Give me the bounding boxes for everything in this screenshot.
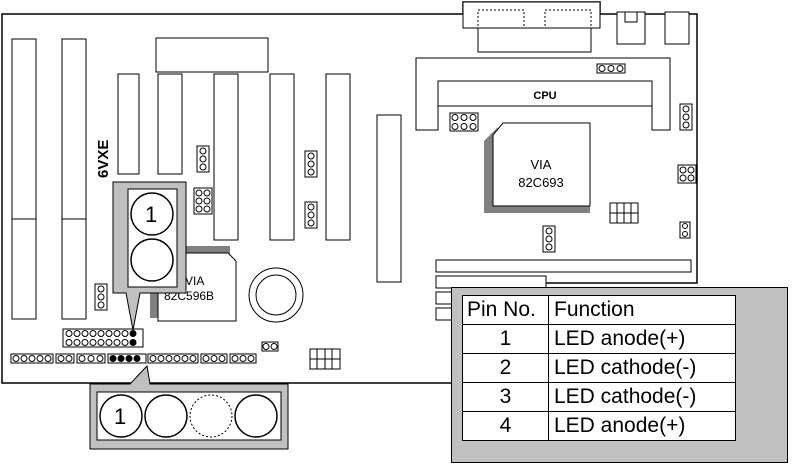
pin-number: 1 <box>462 324 549 354</box>
pin-number: 2 <box>462 353 549 383</box>
pin-number: 3 <box>462 382 549 412</box>
pin-function-table: Pin No. Function 1 LED anode(+) 2 LED ca… <box>462 295 736 441</box>
pin-function: LED anode(+) <box>548 324 736 354</box>
fan-headers <box>309 202 639 370</box>
table-row: 2 LED cathode(-) <box>462 353 736 383</box>
header-function: Function <box>548 295 736 325</box>
southbridge-label-1: VIA <box>185 274 204 288</box>
northbridge-label-1: VIA <box>531 157 552 172</box>
battery-inner <box>255 274 297 316</box>
pin-function-table-panel: Pin No. Function 1 LED anode(+) 2 LED ca… <box>451 287 788 463</box>
pin-number: 4 <box>462 411 549 441</box>
table-row: 1 LED anode(+) <box>462 324 736 354</box>
speaker-led-pins <box>107 353 147 364</box>
board-model-label: 6VXE <box>95 140 112 178</box>
isa-slots <box>11 38 87 320</box>
header-pin-no: Pin No. <box>462 295 549 325</box>
pin-function: LED cathode(-) <box>548 382 736 412</box>
bottom-callout-pin-label: 1 <box>114 404 126 429</box>
table-row: 4 LED anode(+) <box>462 411 736 441</box>
pin-function: LED anode(+) <box>548 411 736 441</box>
rear-io-connectors <box>462 1 690 53</box>
top-callout <box>112 181 187 331</box>
pin-function: LED cathode(-) <box>548 353 736 383</box>
bios-chip <box>155 37 269 73</box>
jumpers <box>94 63 697 352</box>
front-panel-header <box>62 328 144 348</box>
cpu-slot <box>415 57 671 131</box>
bottom-callout <box>89 364 289 450</box>
bottom-pin-header <box>10 353 257 364</box>
table-row: 3 LED cathode(-) <box>462 382 736 412</box>
top-callout-pin-label: 1 <box>145 202 157 227</box>
cpu-label: CPU <box>533 90 556 102</box>
pci-slots <box>117 73 402 283</box>
table-header-row: Pin No. Function <box>462 295 736 325</box>
northbridge-chip <box>492 122 591 207</box>
power-led-pins <box>129 330 137 346</box>
northbridge-label-2: 82C693 <box>518 175 564 190</box>
